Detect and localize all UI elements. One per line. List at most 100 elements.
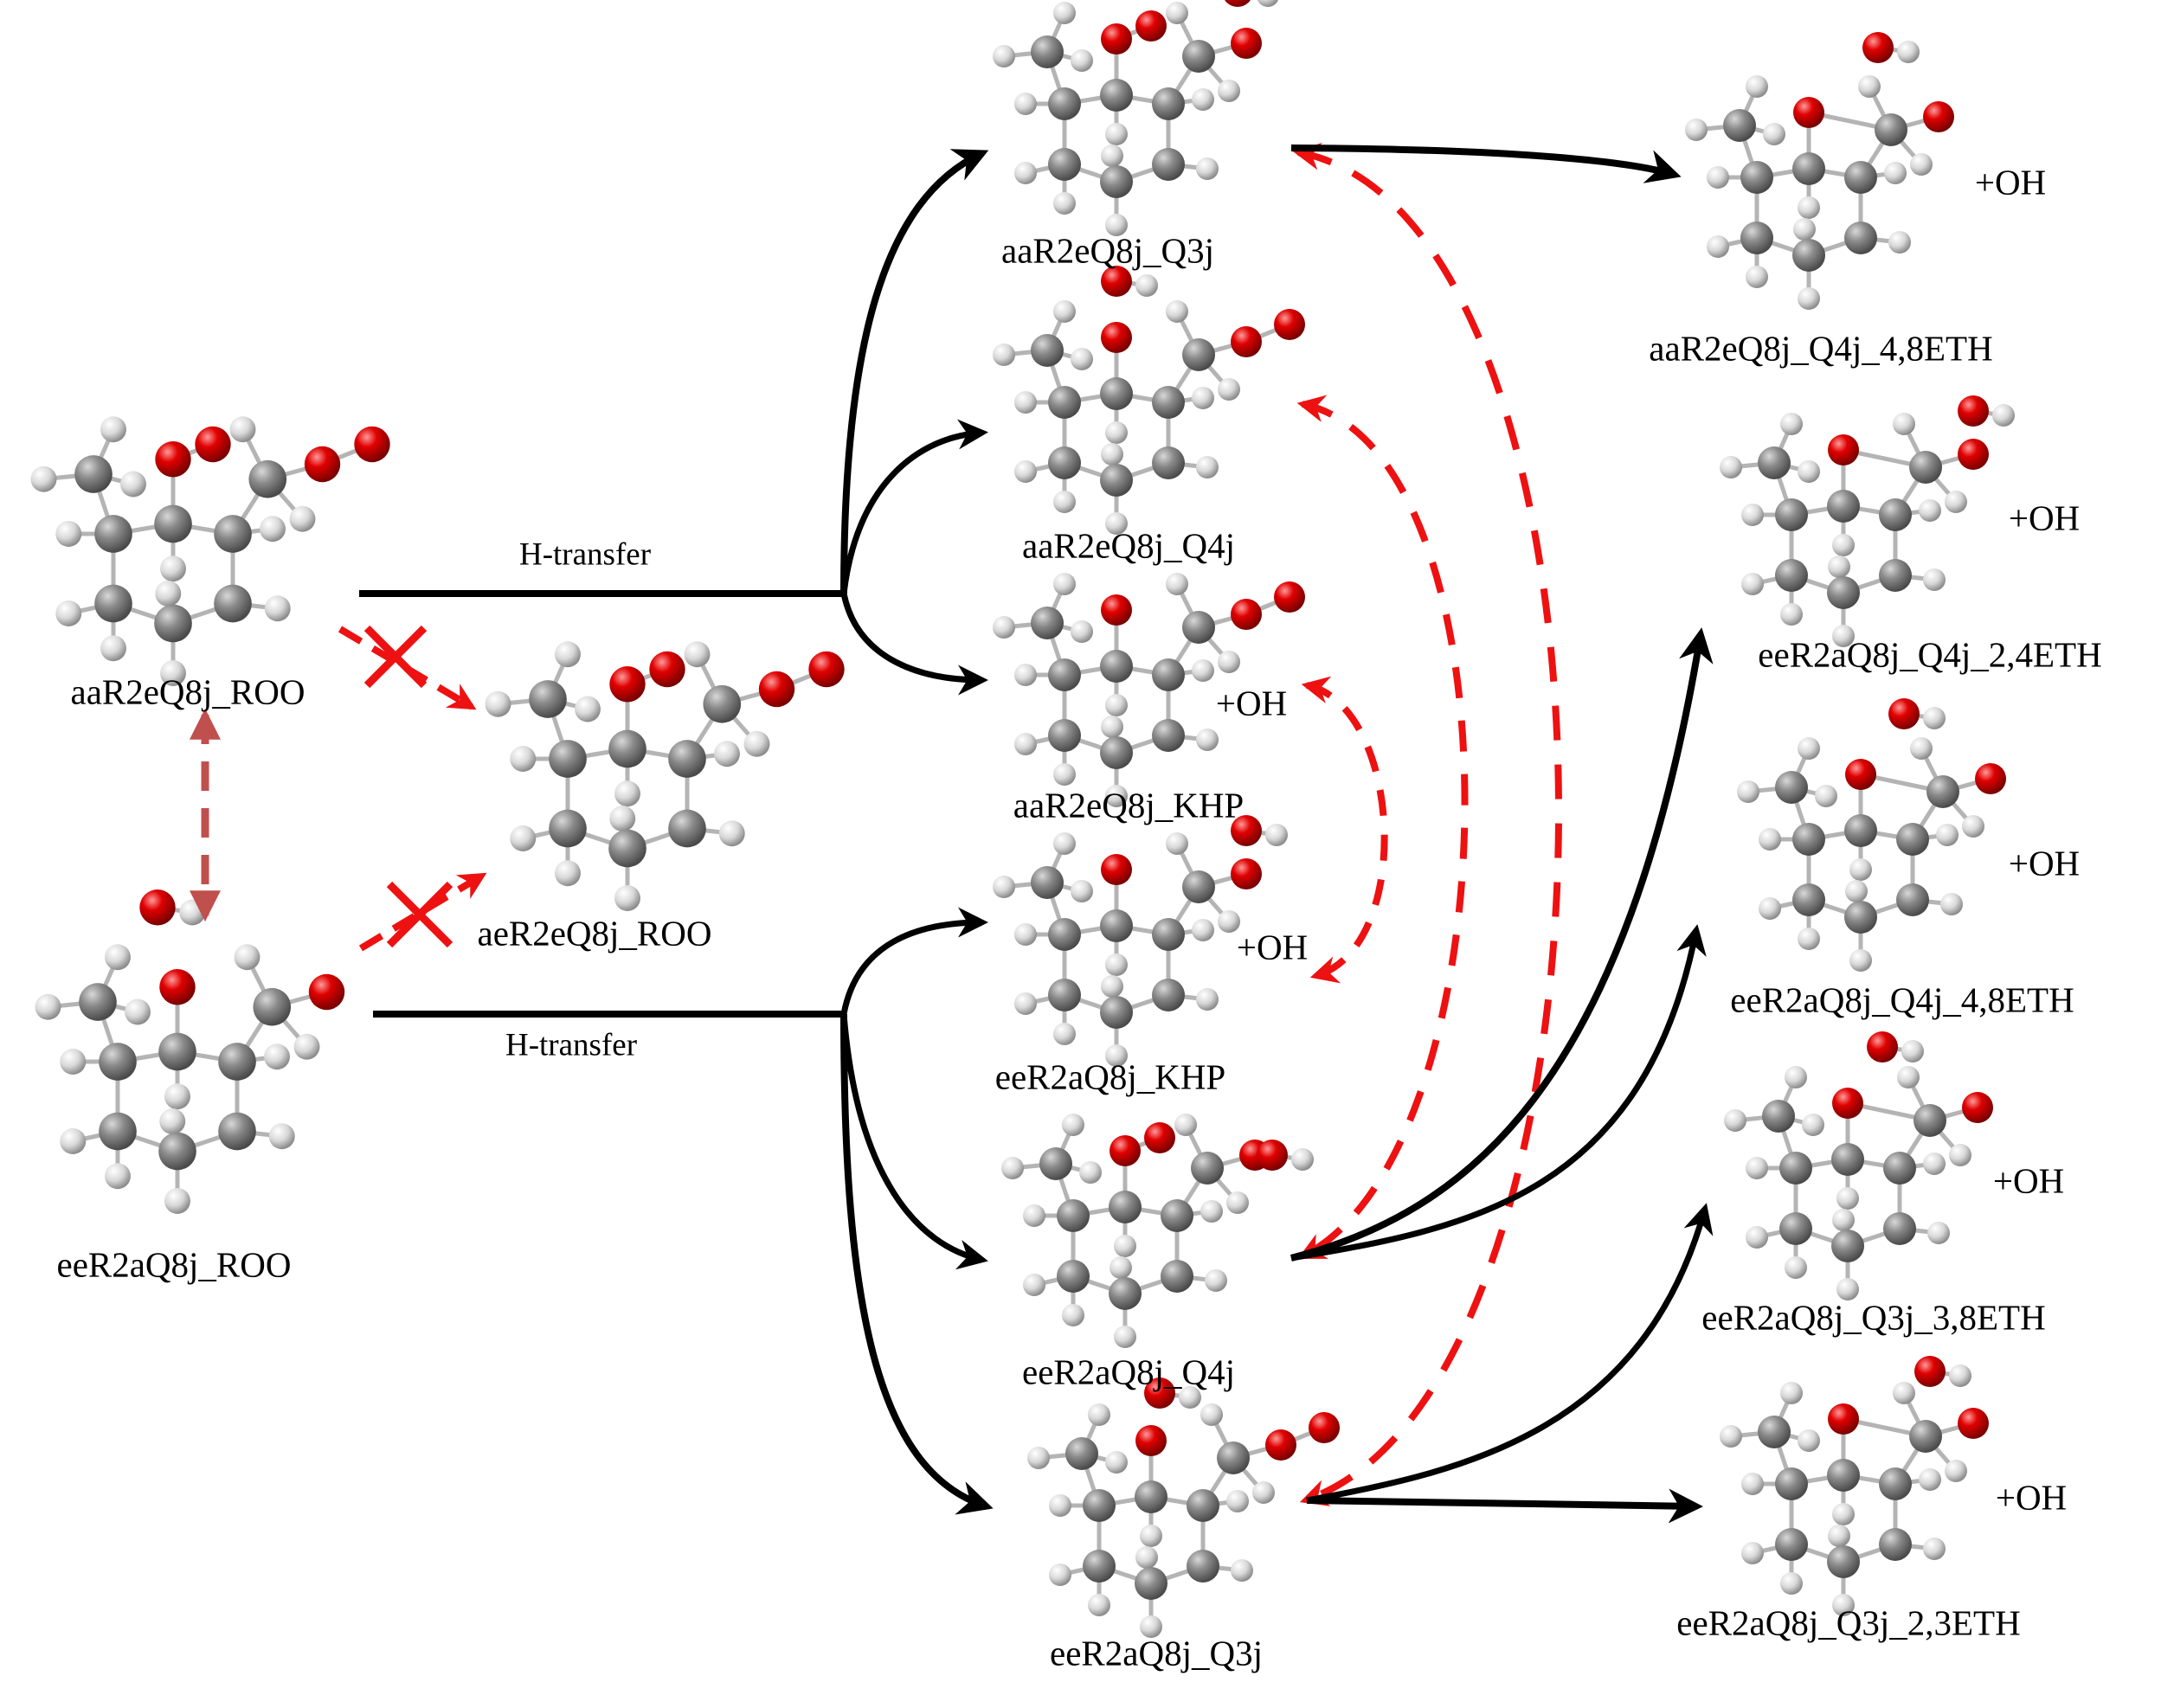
hydrogen-atom <box>1053 192 1076 215</box>
hydrogen-atom <box>1053 1023 1076 1045</box>
plus-oh-ee-q3j-23eth: +OH <box>1995 1477 2068 1518</box>
hydrogen-atom <box>1923 568 1946 591</box>
hydrogen-atom <box>1780 1382 1803 1404</box>
hydrogen-atom <box>260 516 286 543</box>
oxygen-atom <box>1832 1088 1863 1119</box>
carbon-atom <box>1152 719 1185 752</box>
hydrogen-atom <box>1196 729 1219 751</box>
species-label-aa-khp: aaR2eQ8j_KHP <box>1013 785 1245 825</box>
carbon-atom <box>608 829 646 868</box>
carbon-atom <box>1135 1567 1167 1600</box>
molecule-ee-roo <box>35 889 345 1214</box>
molecule-ee-q4j <box>1001 1114 1314 1348</box>
carbon-atom <box>1100 650 1133 683</box>
carbon-atom <box>1844 814 1877 847</box>
carbon-atom <box>1065 1437 1098 1470</box>
arrow-to-aa-q3j <box>840 149 989 594</box>
h-transfer-branch-top <box>359 149 989 696</box>
hydrogen-atom <box>1927 1222 1950 1244</box>
carbon-atom <box>1048 386 1081 419</box>
species-label-ee-roo: eeR2aQ8j_ROO <box>56 1244 292 1285</box>
arrow-ee-q3j-to-ee-q3j-38eth <box>1306 1203 1714 1504</box>
carbon-atom <box>1152 918 1185 951</box>
hydrogen-atom <box>1798 460 1820 483</box>
carbon-atom <box>1031 866 1064 899</box>
hydrogen-atom <box>1049 1494 1071 1517</box>
hydrogen-atom <box>555 860 581 887</box>
oxygen-atom <box>758 671 795 708</box>
hydrogen-atom <box>714 741 740 767</box>
hydrogen-atom <box>1218 378 1240 401</box>
hydrogen-atom <box>30 466 57 492</box>
hydrogen-atom <box>1832 1594 1855 1616</box>
carbon-atom <box>99 1043 137 1081</box>
oxygen-atom <box>1265 1429 1296 1461</box>
hydrogen-atom <box>1101 443 1123 466</box>
hydrogen-atom <box>1088 1594 1110 1616</box>
hydrogen-atom <box>1257 0 1278 7</box>
carbon-atom <box>1792 883 1825 916</box>
carbon-atom <box>154 504 192 543</box>
h-transfer-label-bottom: H-transfer <box>505 1027 638 1063</box>
arrow-ee-q4j-to-ee-q4j-24eth <box>1290 627 1714 1262</box>
hydrogen-atom <box>993 616 1015 639</box>
arrow-to-ee-khp <box>840 907 988 1015</box>
hydrogen-atom <box>1741 504 1764 526</box>
carbon-atom <box>1827 490 1860 523</box>
species-label-ee-khp: eeR2aQ8j_KHP <box>994 1056 1226 1097</box>
arrow-to-aa-q4j <box>840 419 988 594</box>
hydrogen-atom <box>1053 832 1076 855</box>
hydrogen-atom <box>1071 348 1093 370</box>
carbon-atom <box>703 684 742 723</box>
carbon-atom <box>1161 1199 1193 1232</box>
carbon-atom <box>1831 1230 1864 1262</box>
hydrogen-atom <box>155 581 182 607</box>
carbon-atom <box>1740 222 1773 254</box>
hydrogen-atom <box>160 660 186 686</box>
carbon-atom <box>1187 1550 1219 1583</box>
hydrogen-atom <box>1105 1044 1128 1067</box>
hydrogen-atom <box>1992 404 2015 427</box>
hydrogen-atom <box>1737 780 1759 803</box>
hydrogen-atom <box>1105 694 1128 716</box>
hydrogen-atom <box>1023 1274 1045 1296</box>
arrow-to-aa-khp <box>840 593 988 696</box>
hydrogen-atom <box>1105 214 1128 236</box>
hydrogen-atom <box>1192 659 1214 682</box>
carbon-atom <box>1039 1147 1072 1180</box>
oxygen-atom <box>1135 1425 1167 1456</box>
carbon-atom <box>1775 771 1808 804</box>
oxygen-atom <box>1958 1408 1989 1439</box>
carbon-atom <box>1909 451 1942 484</box>
carbon-atom <box>1831 1143 1864 1176</box>
carbon-atom <box>1844 161 1877 194</box>
hydrogen-atom <box>55 521 82 547</box>
oxygen-atom <box>1828 1403 1859 1435</box>
hydrogen-atom <box>1114 1326 1136 1348</box>
arrow-aa-q3j-to-aa-q4j-48eth <box>1290 144 1682 183</box>
carbon-atom <box>253 987 292 1026</box>
hydrogen-atom <box>1231 1559 1253 1582</box>
carbon-atom <box>549 809 587 848</box>
hydrogen-atom <box>160 555 186 582</box>
molecule-aa-q3j <box>993 0 1278 236</box>
oxygen-atom <box>1231 815 1262 846</box>
hydrogen-atom <box>1780 1572 1803 1595</box>
hydrogen-atom <box>1707 235 1729 258</box>
hydrogen-atom <box>1135 274 1158 297</box>
hydrogen-atom <box>993 876 1015 898</box>
carbon-atom <box>1182 40 1215 73</box>
hydrogen-atom <box>1218 651 1240 673</box>
hydrogen-atom <box>1901 1040 1924 1063</box>
carbon-atom <box>1048 719 1081 752</box>
carbon-atom <box>1879 1467 1912 1500</box>
oxygen-atom <box>1274 581 1305 613</box>
oxygen-atom <box>1144 1122 1175 1153</box>
hydrogen-atom <box>1105 421 1128 444</box>
carbon-atom <box>1109 1191 1142 1223</box>
hydrogen-atom <box>1759 828 1781 851</box>
hydrogen-atom <box>1105 123 1128 145</box>
carbon-atom <box>154 604 192 643</box>
